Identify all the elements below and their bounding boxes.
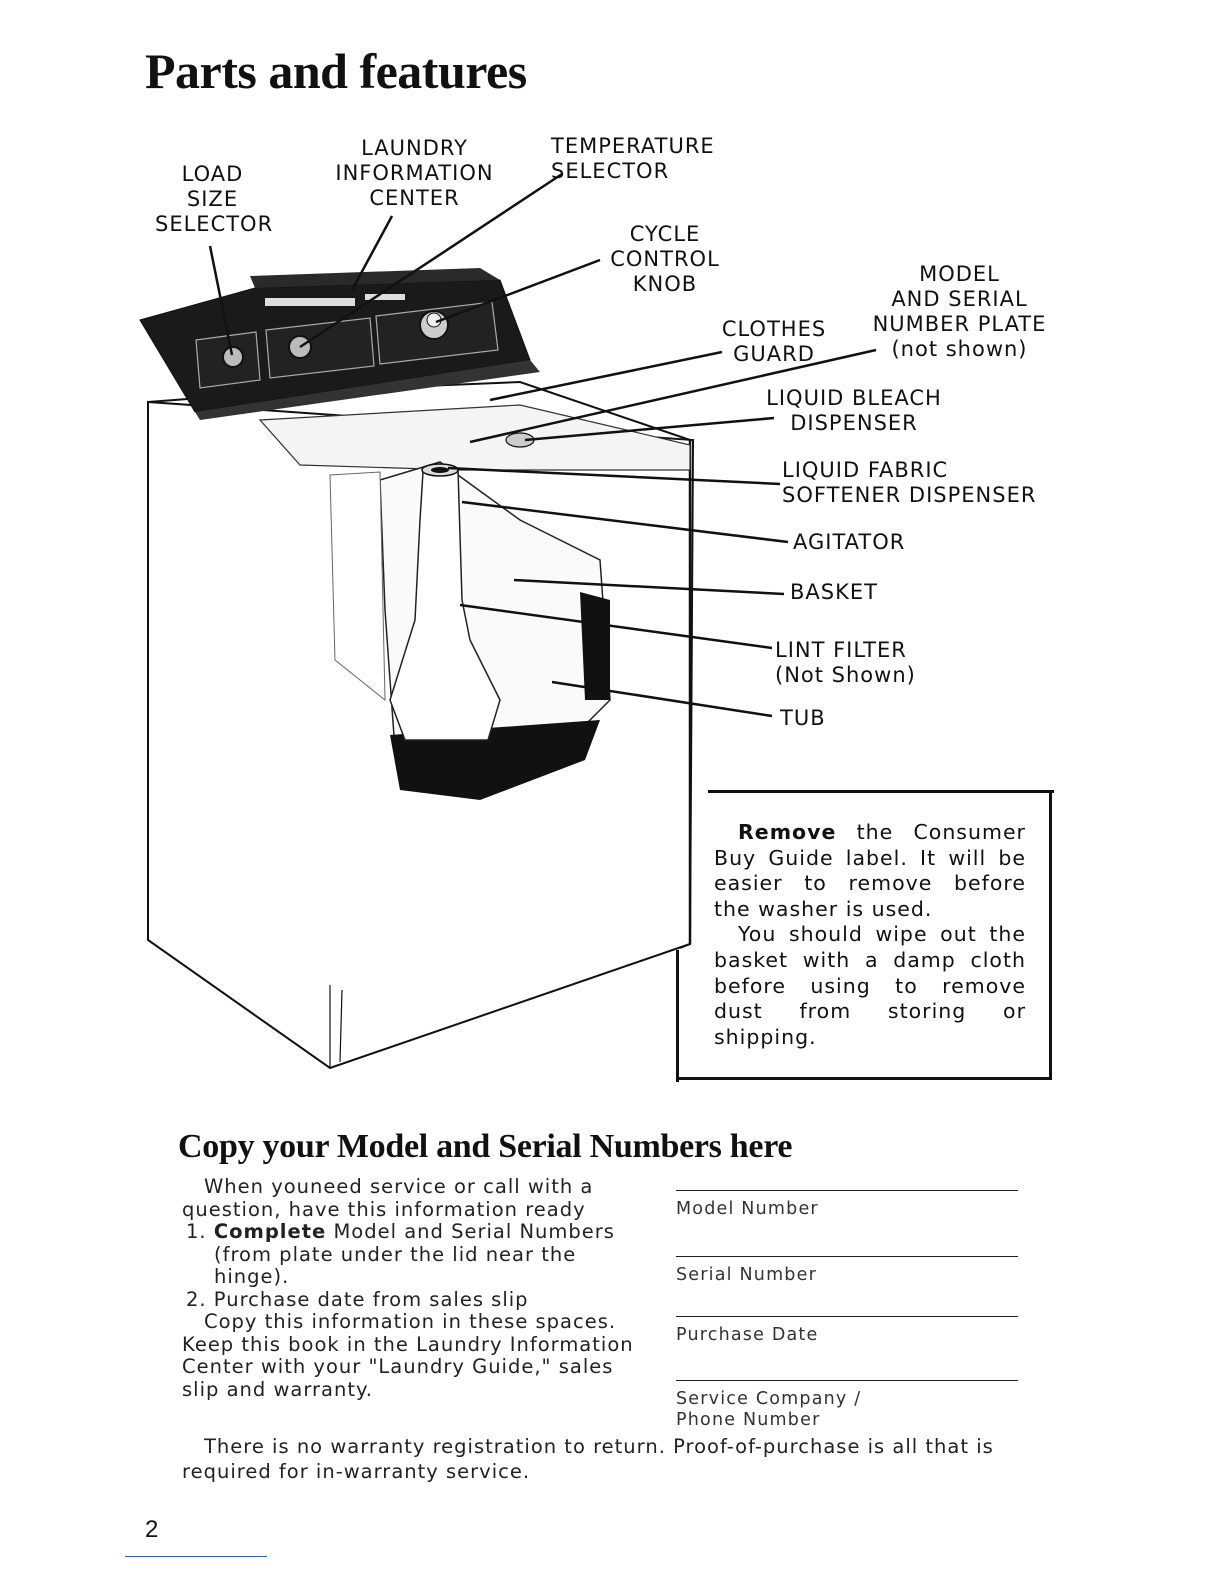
label-cycle-control-knob: CYCLE CONTROL KNOB xyxy=(610,222,720,296)
label-agitator: AGITATOR xyxy=(793,530,906,554)
field-purchase-date[interactable]: Purchase Date xyxy=(676,1316,1018,1346)
copy-instructions: Copy this information in these spaces. K… xyxy=(182,1310,634,1401)
footer-text: There is no warranty registration to ret… xyxy=(182,1434,1012,1484)
footer-paragraph: There is no warranty registration to ret… xyxy=(182,1435,994,1483)
field-service-company-label: Service Company / Phone Number xyxy=(676,1389,862,1430)
copy-section-heading: Copy your Model and Serial Numbers here xyxy=(178,1128,793,1165)
page-number: 2 xyxy=(145,1516,159,1543)
notice-para1: the Consumer Buy Guide label. It will be… xyxy=(714,820,1026,921)
field-serial-number-label: Serial Number xyxy=(676,1265,817,1285)
label-liquid-bleach-dispenser: LIQUID BLEACH DISPENSER xyxy=(766,386,942,435)
field-purchase-date-label: Purchase Date xyxy=(676,1325,819,1345)
field-service-company[interactable]: Service Company / Phone Number xyxy=(676,1380,1018,1431)
label-tub: TUB xyxy=(780,706,826,730)
label-basket: BASKET xyxy=(790,580,878,604)
label-laundry-information-center: LAUNDRY INFORMATION CENTER xyxy=(335,136,494,210)
field-model-number[interactable]: Model Number xyxy=(676,1190,1018,1220)
page-title: Parts and features xyxy=(145,43,527,99)
notice-box-top-rule xyxy=(708,790,1054,793)
notice-box-left-rule xyxy=(676,950,679,1082)
label-load-size-selector: LOAD SIZE SELECTOR xyxy=(155,162,274,236)
notice-para2: You should wipe out the basket with a da… xyxy=(714,922,1026,1049)
item1-number: 1. xyxy=(186,1220,207,1243)
item2-text: 2. Purchase date from sales slip xyxy=(186,1287,529,1311)
washer-illustration xyxy=(139,172,877,1070)
item1-text: Model and Serial Numbers (from plate und… xyxy=(214,1220,615,1288)
item1-bold: Complete xyxy=(213,1220,327,1243)
copy-section-body: When youneed service or call with a ques… xyxy=(182,1175,652,1401)
label-model-serial-plate: MODEL AND SERIAL NUMBER PLATE (not shown… xyxy=(872,262,1047,361)
label-temperature-selector: TEMPERATURE SELECTOR xyxy=(551,134,715,183)
notice-text: Remove the Consumer Buy Guide label. It … xyxy=(714,820,1026,1050)
notice-bold-lead: Remove xyxy=(738,820,837,844)
copy-intro: When youneed service or call with a ques… xyxy=(182,1175,594,1221)
label-lint-filter: LINT FILTER (Not Shown) xyxy=(775,638,916,687)
bottom-rule xyxy=(125,1556,267,1557)
label-liquid-fabric-softener-dispenser: LIQUID FABRIC SOFTENER DISPENSER xyxy=(782,458,1037,507)
notice-box xyxy=(676,790,1052,1080)
field-model-number-label: Model Number xyxy=(676,1199,819,1219)
label-clothes-guard: CLOTHES GUARD xyxy=(721,317,827,366)
field-serial-number[interactable]: Serial Number xyxy=(676,1256,1018,1286)
